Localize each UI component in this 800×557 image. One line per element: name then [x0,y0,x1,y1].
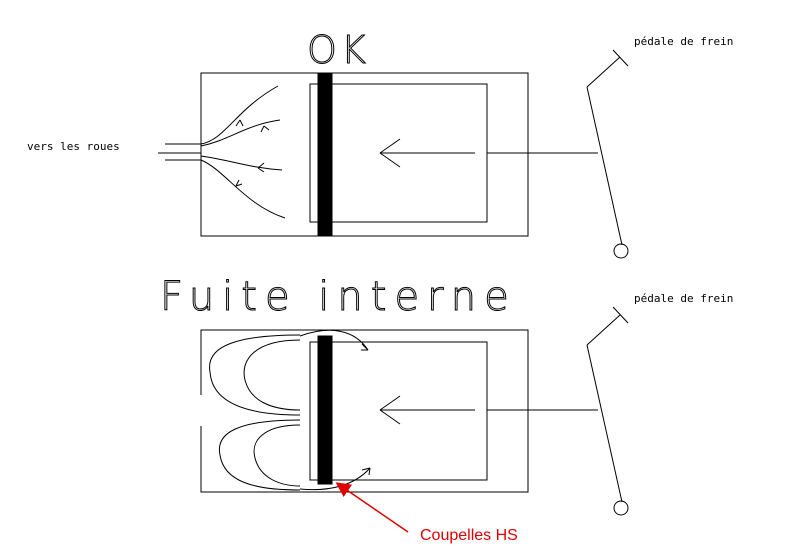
ok-pedal-label: pédale de frein [634,35,733,48]
ok-brake-pedal [586,49,629,259]
leak-cylinder-body [200,329,529,493]
leak-pedal-label: pédale de frein [634,292,733,305]
ok-outlet-pipe [158,143,201,161]
ok-diagram: OK [158,28,629,259]
ok-title: OK [307,28,370,72]
ok-pressure-arrow [379,138,475,168]
leak-piston-chamber [309,341,488,481]
seal-callout: Coupelles HS [335,482,518,544]
ok-flow-lines [200,85,286,219]
ok-piston-seal [317,72,333,237]
leak-diagram: Fuite interne [160,274,629,516]
callout-label: Coupelles HS [420,527,518,544]
leak-title: Fuite interne [160,274,517,320]
leak-pressure-arrow [379,395,475,425]
leak-piston-seal [317,335,333,485]
ok-cylinder-body [200,72,529,237]
leak-flow-lines [209,329,371,491]
ok-wheels-label: vers les roues [27,140,120,153]
callout-arrow [335,482,409,533]
leak-brake-pedal [586,306,629,516]
